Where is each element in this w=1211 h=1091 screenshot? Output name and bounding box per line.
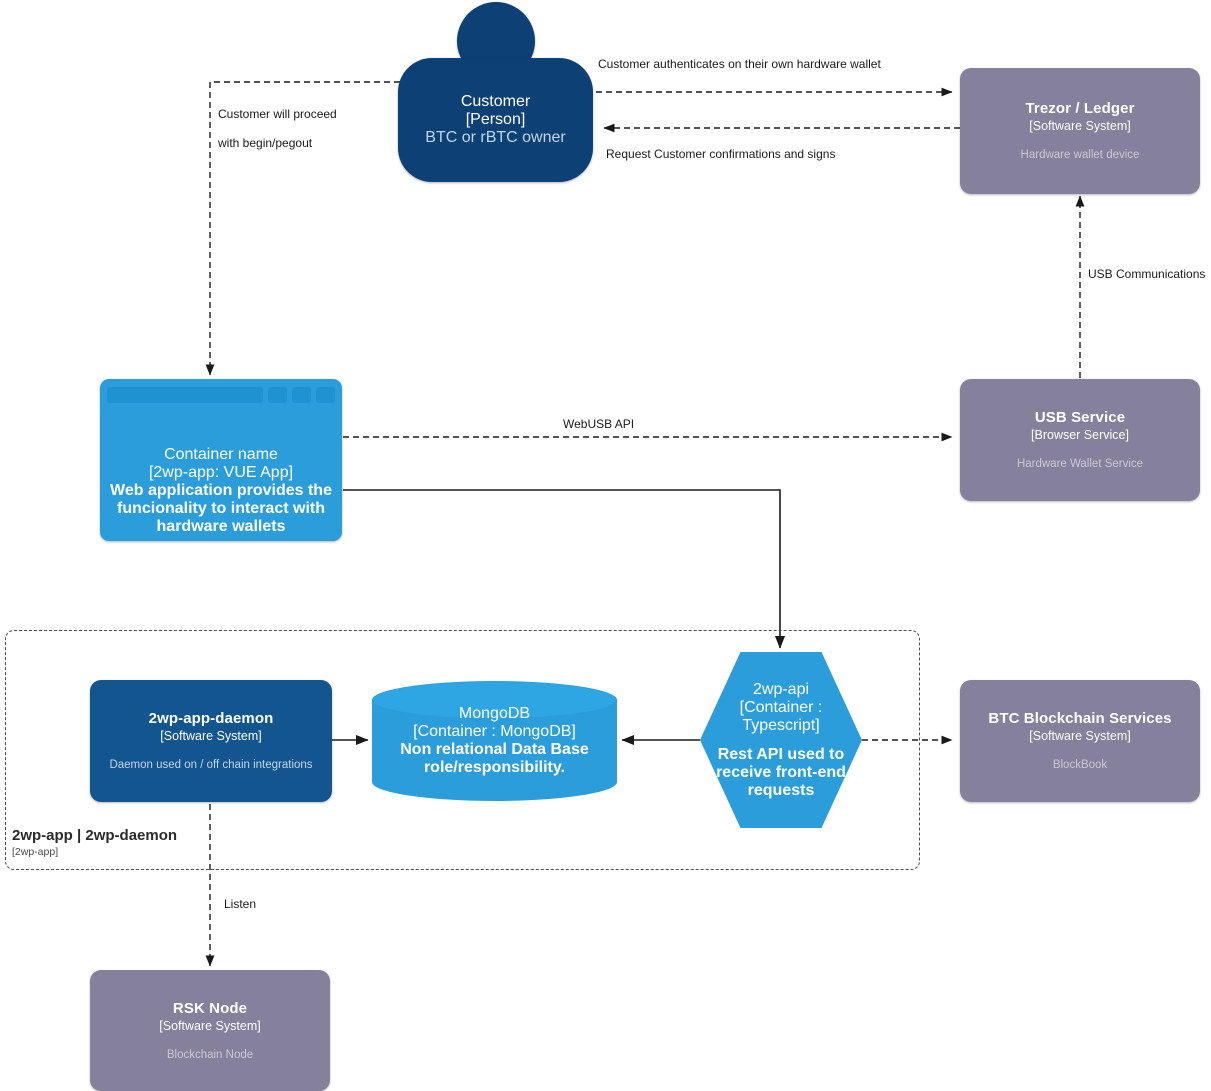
node-mongodb[interactable]: MongoDB [Container : MongoDB] Non relati… [372, 681, 617, 801]
node-tech: [Software System] [1029, 119, 1131, 133]
node-rsk-node[interactable]: RSK Node [Software System] Blockchain No… [90, 970, 330, 1091]
node-trezor-ledger[interactable]: Trezor / Ledger [Software System] Hardwa… [960, 68, 1200, 194]
node-2wp-api[interactable]: 2wp-api [Container : Typescript] Rest AP… [700, 652, 862, 828]
edge-label-usb-communications: USB Communications [1088, 267, 1206, 281]
cylinder-bottom [372, 763, 617, 801]
node-title: Container name [164, 446, 278, 463]
node-title: BTC Blockchain Services [988, 710, 1172, 727]
browser-address-bar [107, 387, 263, 403]
node-desc: BlockBook [1052, 759, 1108, 771]
person-body: Customer [Person] BTC or rBTC owner [398, 58, 593, 182]
node-title: Customer [460, 93, 531, 110]
node-tech: [Software System] [159, 1018, 261, 1033]
node-title: 2wp-app-daemon [148, 710, 274, 727]
boundary-label: 2wp-app | 2wp-daemon [2wp-app] [12, 826, 312, 859]
node-title: USB Service [1034, 409, 1126, 426]
edge-customer-to-container [205, 81, 400, 376]
node-btc-blockchain-services[interactable]: BTC Blockchain Services [Software System… [960, 680, 1200, 802]
edge-label-listen: Listen [224, 897, 257, 911]
node-tech: [2wp-app: VUE App] [148, 464, 294, 481]
node-tech: [Software System] [160, 729, 262, 743]
edge-label-customer-to-container-line1: Customer will proceed [218, 107, 337, 121]
node-title: RSK Node [172, 999, 248, 1017]
browser-screen: Container name [2wp-app: VUE App] Web ap… [107, 410, 335, 535]
node-desc: Non relational Data Base role/responsibi… [400, 741, 589, 776]
node-customer[interactable]: Customer [Person] BTC or rBTC owner [398, 2, 593, 182]
node-desc: Blockchain Node [166, 1048, 254, 1061]
boundary-2wp-app [5, 630, 920, 870]
cylinder-text: MongoDB [Container : MongoDB] Non relati… [372, 681, 617, 801]
edge-container-to-api [343, 489, 786, 649]
node-tech: [Software System] [1029, 729, 1131, 743]
browser-window-button-minimize[interactable] [268, 387, 287, 403]
node-tech: [Browser Service] [1031, 428, 1129, 442]
node-2wp-app-daemon[interactable]: 2wp-app-daemon [Software System] Daemon … [90, 680, 332, 802]
browser-window-button-maximize[interactable] [292, 387, 311, 403]
edge-label-webusb-api: WebUSB API [563, 417, 635, 431]
node-title: 2wp-api [752, 680, 810, 698]
cylinder-top [372, 681, 617, 719]
node-desc: BTC or rBTC owner [425, 129, 566, 146]
node-usb-service[interactable]: USB Service [Browser Service] Hardware W… [960, 379, 1200, 501]
hexagon-text: 2wp-api [Container : Typescript] Rest AP… [700, 652, 862, 828]
node-tech: [Container : Typescript] [739, 698, 823, 734]
node-title: MongoDB [458, 705, 531, 722]
boundary-title: 2wp-app | 2wp-daemon [12, 827, 178, 844]
browser-titlebar [107, 386, 335, 404]
node-desc: Daemon used on / off chain integrations [109, 759, 313, 771]
node-title: Trezor / Ledger [1025, 100, 1135, 117]
node-container-name[interactable]: Container name [2wp-app: VUE App] Web ap… [100, 379, 342, 541]
node-desc: Hardware wallet device [1020, 149, 1140, 161]
edge-label-trezor-to-customer: Request Customer confirmations and signs [606, 147, 836, 161]
node-tech: [Container : MongoDB] [413, 723, 576, 740]
browser-window-button-close[interactable] [316, 387, 335, 403]
node-tech: [Person] [465, 111, 526, 128]
edge-label-customer-to-trezor: Customer authenticates on their own hard… [598, 57, 881, 71]
node-desc: Hardware Wallet Service [1016, 458, 1144, 470]
boundary-tech: [2wp-app] [12, 846, 59, 858]
node-desc: Web application provides the funcionalit… [110, 482, 332, 535]
node-desc: Rest API used to receive front-end reque… [716, 745, 846, 799]
edge-label-customer-to-container-line2: with begin/pegout [218, 136, 313, 150]
